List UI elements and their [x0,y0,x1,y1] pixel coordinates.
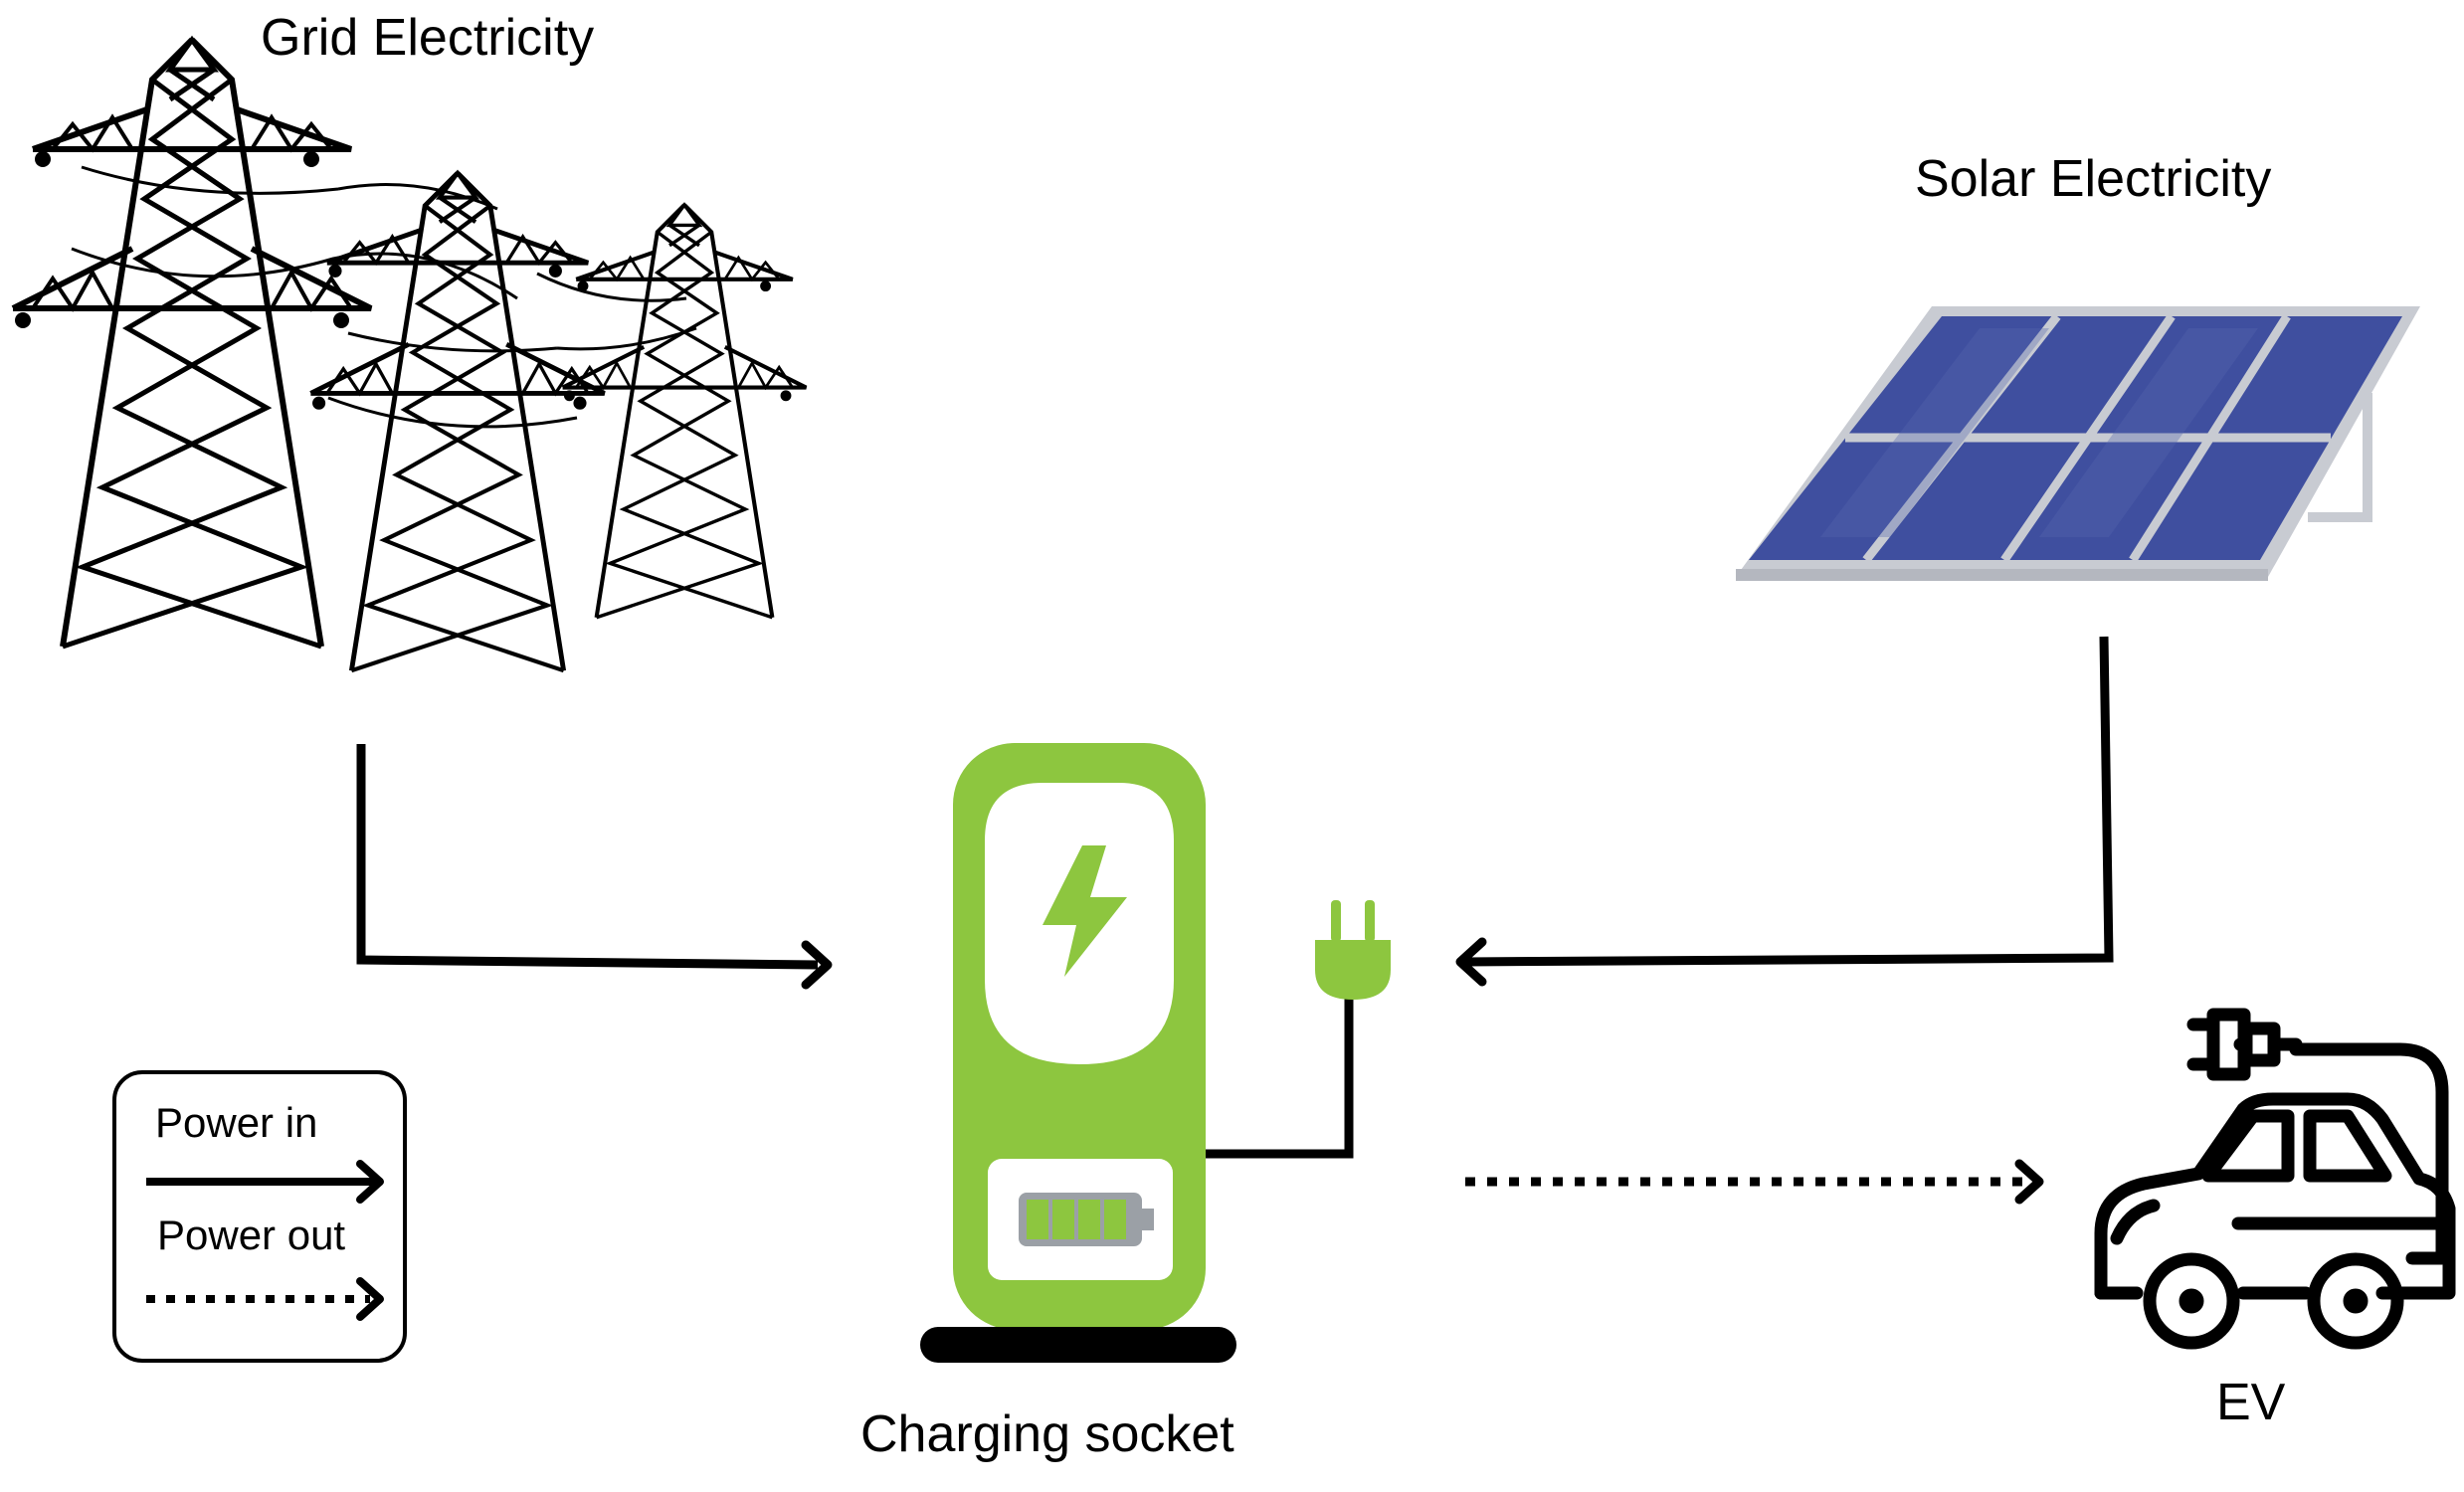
solar-power-in-arrow [1455,636,2114,987]
grid-electricity-label: Grid Electricity [261,9,595,67]
transmission-tower-icon [13,40,806,670]
battery-icon [1019,1193,1154,1246]
lightning-icon [1042,845,1127,977]
grid-power-in-arrow [356,744,833,990]
legend-dotted-arrow [146,1277,384,1321]
solar-electricity-label: Solar Electricity [1915,150,2272,208]
legend-solid-arrow [146,1160,384,1204]
legend [112,1070,407,1363]
ev-label: EV [2216,1374,2286,1431]
plug-icon [1315,900,1391,1000]
solar-panel-icon [1736,306,2420,581]
legend-power-in-label: Power in [155,1099,318,1146]
ev-charger-icon [920,743,1391,1363]
ev-power-out-arrow [1465,1159,2044,1205]
legend-power-out-label: Power out [157,1212,346,1258]
electric-car-icon [2094,1008,2456,1350]
charging-socket-label: Charging socket [860,1405,1234,1463]
